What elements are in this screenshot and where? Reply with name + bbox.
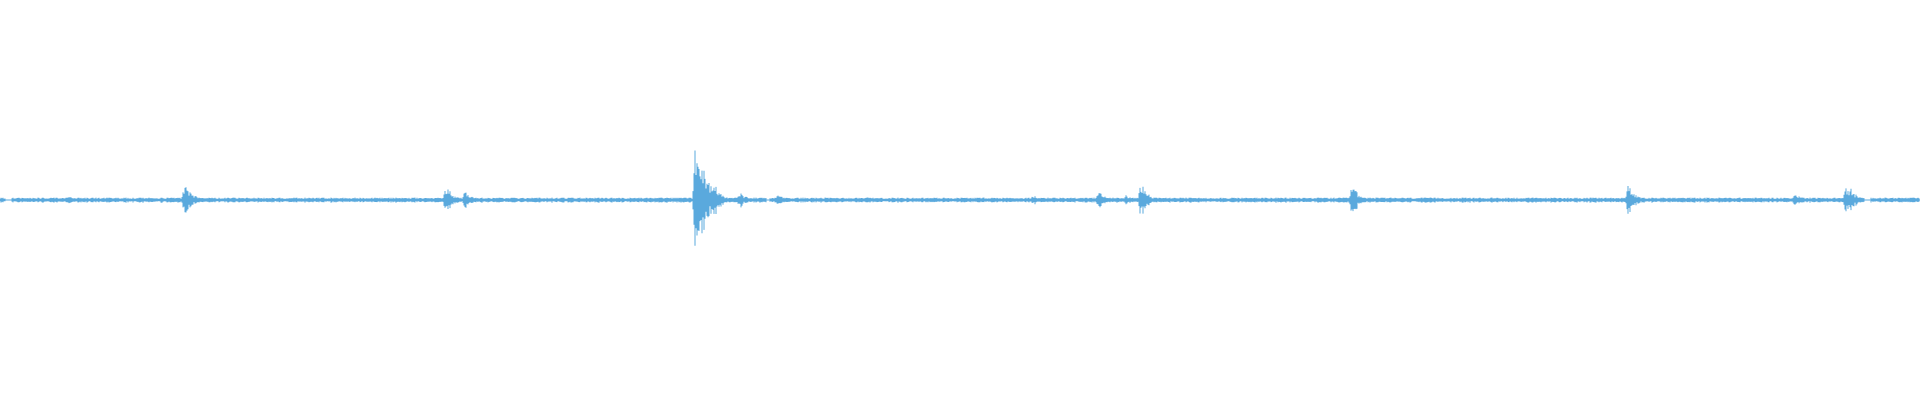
waveform-samples <box>0 150 1920 246</box>
waveform-path <box>0 150 1920 246</box>
